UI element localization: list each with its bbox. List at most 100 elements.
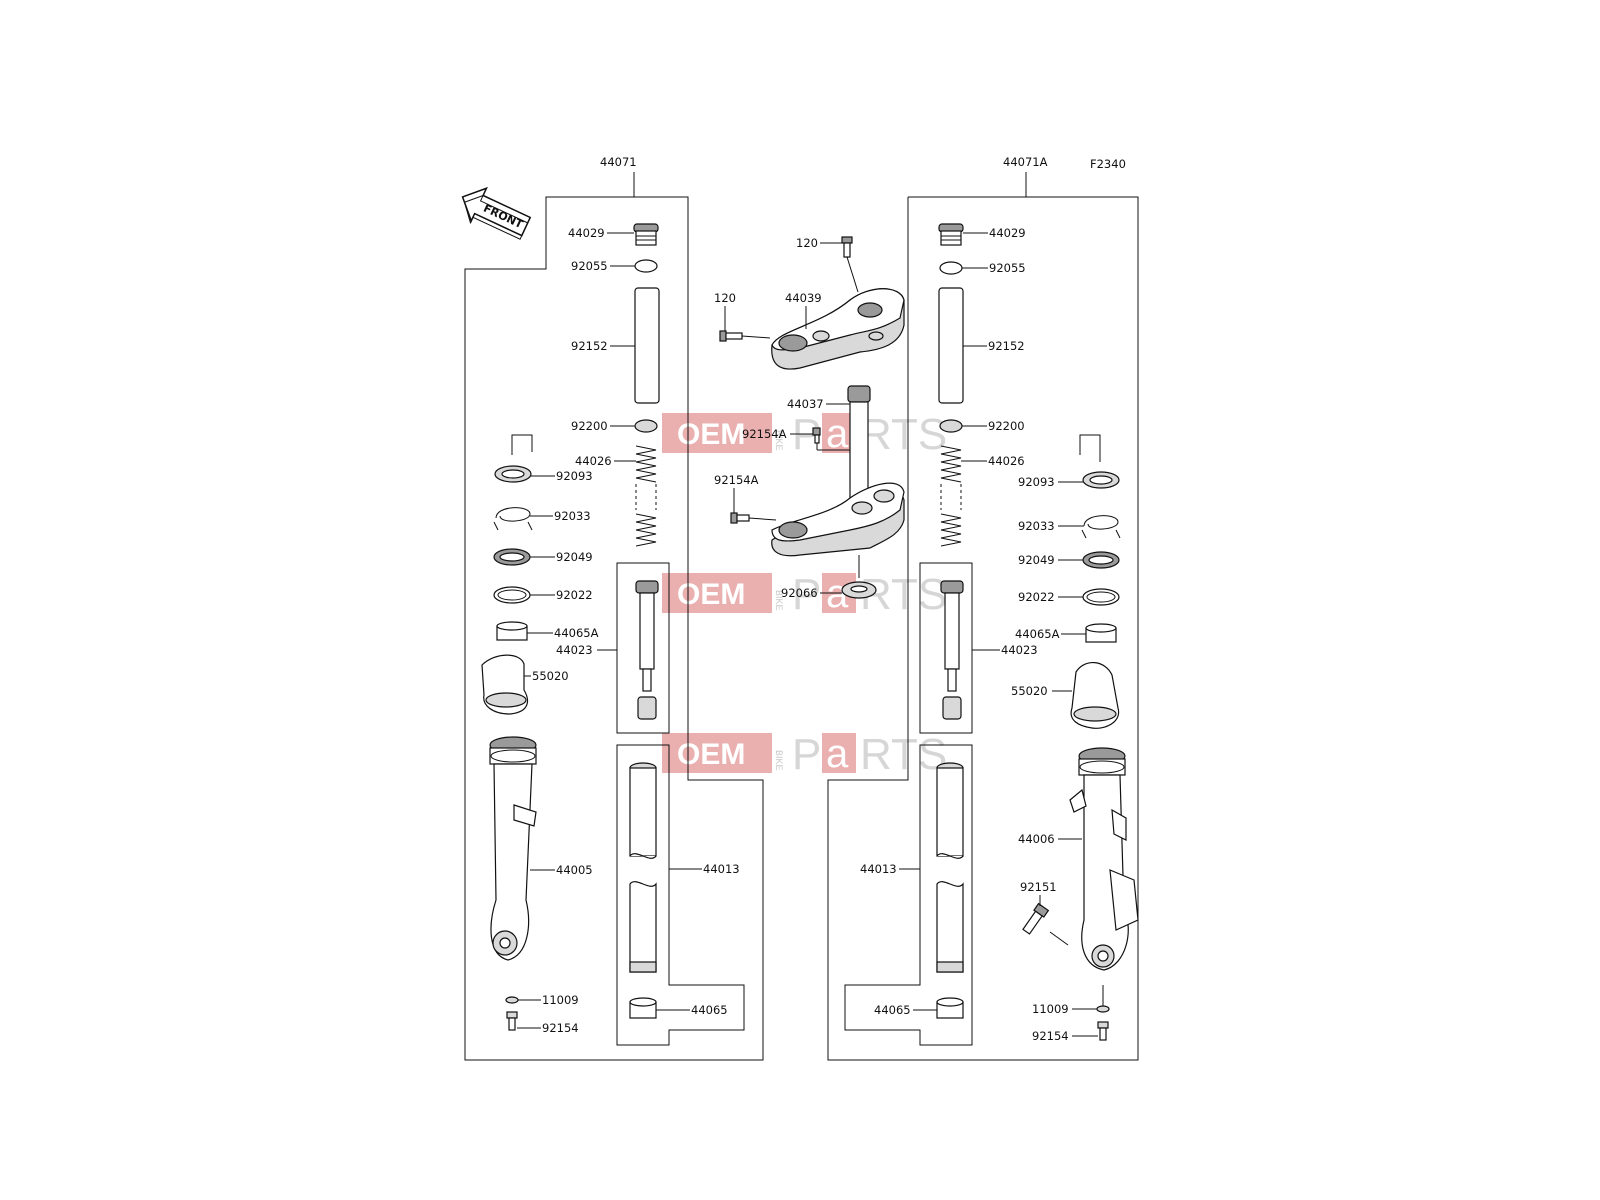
label-right-caliper-bolt: 92151 xyxy=(1020,880,1057,894)
cylinder-right xyxy=(940,580,964,720)
label-left-dust-seal: 92093 xyxy=(556,469,593,483)
label-left-inner-tube: 44013 xyxy=(703,862,740,876)
clip-left xyxy=(493,507,533,531)
bolt-left-center xyxy=(719,330,743,342)
label-left-outer-tube: 44005 xyxy=(556,863,593,877)
upper-bracket xyxy=(771,288,905,370)
washer-left xyxy=(634,419,658,433)
label-right-spacer: 92152 xyxy=(988,339,1025,353)
o-ring-left xyxy=(634,259,658,273)
bolt-right xyxy=(1097,1021,1109,1041)
label-stem-seal: 92066 xyxy=(781,586,818,600)
bolt-lower-center xyxy=(730,512,750,524)
guard-right xyxy=(1070,662,1120,729)
left-assembly-outline: 44071 xyxy=(464,155,764,1061)
dust-seal-left xyxy=(494,465,532,483)
label-right-washer-b: 92022 xyxy=(1018,590,1055,604)
label-left-spring: 44026 xyxy=(575,454,612,468)
label-left-oil-seal: 92049 xyxy=(556,550,593,564)
label-bolt-lower: 92154A xyxy=(714,473,759,487)
figure-code: F2340 xyxy=(1090,157,1126,171)
label-right-o-ring: 92055 xyxy=(989,261,1026,275)
label-right-assembly: 44071A xyxy=(1003,155,1048,169)
label-upper-bracket: 44039 xyxy=(785,291,822,305)
svg-text:RTS: RTS xyxy=(860,570,947,619)
svg-text:BIKE: BIKE xyxy=(774,430,784,451)
right-assembly-outline: 44071A xyxy=(827,155,1139,1061)
washer-b-right xyxy=(1082,588,1120,606)
svg-text:OEM: OEM xyxy=(677,578,745,611)
watermark-bottom: OEM BIKE P a RTS xyxy=(662,730,947,779)
svg-text:P: P xyxy=(792,570,821,619)
svg-text:OEM: OEM xyxy=(677,418,745,451)
label-left-cylinder: 44023 xyxy=(556,643,593,657)
label-left-bolt: 92154 xyxy=(542,1021,579,1035)
label-bolt-left: 120 xyxy=(714,291,736,305)
svg-text:BIKE: BIKE xyxy=(774,750,784,771)
watermark-top: OEM BIKE P a RTS xyxy=(662,410,947,459)
gasket-right xyxy=(1096,1005,1110,1013)
spacer-right xyxy=(938,287,964,404)
label-stem: 44037 xyxy=(787,397,824,411)
label-right-cylinder: 44023 xyxy=(1001,643,1038,657)
label-right-bushing-a: 44065A xyxy=(1015,627,1060,641)
svg-text:RTS: RTS xyxy=(860,410,947,459)
stem-seal xyxy=(841,581,877,599)
svg-text:BIKE: BIKE xyxy=(774,590,784,611)
label-right-dust-seal: 92093 xyxy=(1018,475,1055,489)
label-right-bushing: 44065 xyxy=(874,1003,911,1017)
label-left-assembly: 44071 xyxy=(600,155,637,169)
cylinder-left xyxy=(635,580,659,720)
label-right-spring: 44026 xyxy=(988,454,1025,468)
label-bolt-stem: 92154A xyxy=(742,427,787,441)
label-right-outer-tube: 44006 xyxy=(1018,832,1055,846)
label-left-washer-b: 92022 xyxy=(556,588,593,602)
fork-cap-left xyxy=(633,223,659,246)
label-left-o-ring: 92055 xyxy=(571,259,608,273)
gasket-left xyxy=(505,996,519,1004)
bolt-left xyxy=(506,1011,518,1031)
svg-text:a: a xyxy=(826,732,849,776)
oil-seal-right xyxy=(1082,551,1120,569)
label-left-gasket: 11009 xyxy=(542,993,579,1007)
label-left-spacer: 92152 xyxy=(571,339,608,353)
svg-text:OEM: OEM xyxy=(677,738,745,771)
lower-bracket xyxy=(771,482,905,557)
bushing-left xyxy=(629,997,657,1019)
label-right-oil-seal: 92049 xyxy=(1018,553,1055,567)
label-right-guard: 55020 xyxy=(1011,684,1048,698)
label-right-inner-tube: 44013 xyxy=(860,862,897,876)
svg-text:P: P xyxy=(792,730,821,779)
label-bolt-upper: 120 xyxy=(796,236,818,250)
bolt-upper-center xyxy=(841,236,853,258)
label-left-cap: 44029 xyxy=(568,226,605,240)
o-ring-right xyxy=(939,261,963,275)
svg-text:a: a xyxy=(826,412,849,456)
label-left-bushing-a: 44065A xyxy=(554,626,599,640)
washer-b-left xyxy=(493,586,531,604)
dust-seal-right xyxy=(1082,471,1120,489)
label-left-bushing: 44065 xyxy=(691,1003,728,1017)
bushing-right xyxy=(936,997,964,1019)
inner-tube-left xyxy=(629,762,657,973)
svg-text:RTS: RTS xyxy=(860,730,947,779)
label-right-bolt: 92154 xyxy=(1032,1029,1069,1043)
outer-tube-right xyxy=(1069,747,1139,971)
label-left-clip: 92033 xyxy=(554,509,591,523)
washer-right xyxy=(939,419,963,433)
bushing-a-right xyxy=(1085,623,1117,643)
label-left-guard: 55020 xyxy=(532,669,569,683)
guard-left xyxy=(481,654,529,715)
spring-right xyxy=(940,445,962,547)
spring-left xyxy=(635,445,657,547)
spacer-left xyxy=(634,287,660,404)
outer-tube-left xyxy=(489,736,537,961)
bushing-a-left xyxy=(496,621,528,641)
label-right-clip: 92033 xyxy=(1018,519,1055,533)
fork-cap-right xyxy=(938,223,964,246)
label-right-gasket: 11009 xyxy=(1032,1002,1069,1016)
label-right-washer: 92200 xyxy=(988,419,1025,433)
oil-seal-left xyxy=(493,548,531,566)
svg-text:a: a xyxy=(826,572,849,616)
